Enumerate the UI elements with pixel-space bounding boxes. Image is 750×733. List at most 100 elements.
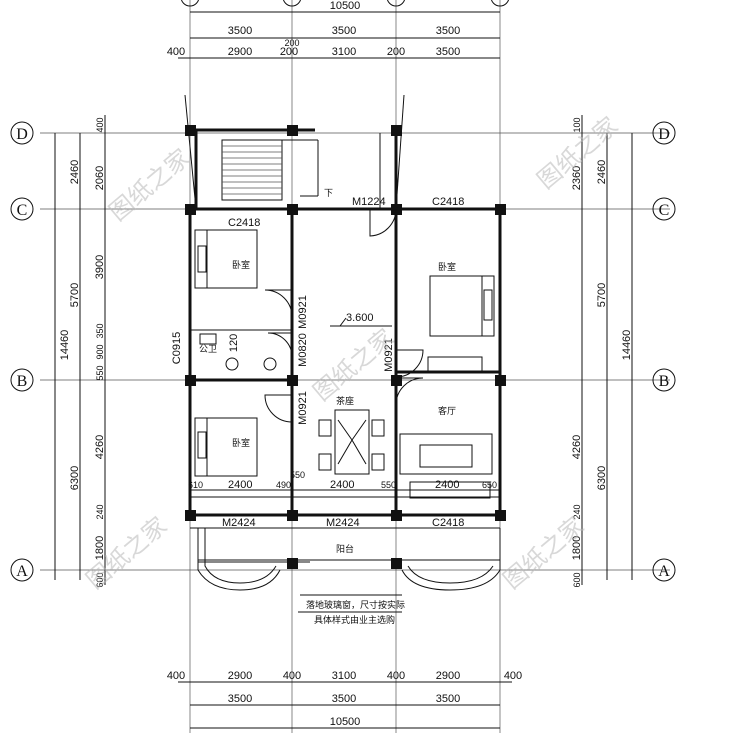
label-120: 120 bbox=[228, 334, 240, 352]
left-outer-2: 6300 bbox=[69, 466, 81, 490]
right-total: 14460 bbox=[621, 330, 633, 361]
label-m0921-c: M0921 bbox=[383, 338, 395, 372]
left-inner-9: 600 bbox=[95, 572, 105, 587]
right-inner-0: 100 bbox=[572, 117, 582, 132]
bot-r1-0: 400 bbox=[167, 670, 185, 682]
left-total: 14460 bbox=[59, 330, 71, 361]
axis-d-right: D bbox=[658, 126, 670, 143]
int-dim-6: 2400 bbox=[435, 479, 459, 491]
room-bathroom: 公卫 bbox=[199, 344, 217, 355]
top-r1-2: 3500 bbox=[436, 25, 460, 37]
axis-b-left: B bbox=[17, 373, 28, 390]
balcony bbox=[197, 528, 501, 591]
left-outer-0: 2460 bbox=[69, 160, 81, 184]
annotations: M1224 C2418 C2418 C2418 M0921 M0820 M092… bbox=[171, 196, 497, 529]
right-outer-2: 6300 bbox=[596, 466, 608, 490]
bot-r1-6: 400 bbox=[504, 670, 522, 682]
top-total: 10500 bbox=[330, 0, 361, 12]
elevation-label: 3.600 bbox=[346, 312, 374, 324]
tea-table bbox=[334, 409, 370, 475]
top-dimensions: 10500 3500 3500 3500 200 400 2900 200 31… bbox=[167, 0, 500, 59]
right-inner-3: 240 bbox=[572, 504, 582, 519]
sofa bbox=[399, 433, 493, 475]
window-note: 落地玻璃窗，尺寸按实际 具体样式由业主选购 bbox=[298, 594, 405, 626]
room-tea: 茶座 bbox=[336, 395, 354, 407]
top-r1-1: 3500 bbox=[332, 25, 356, 37]
int-dim-1: 2400 bbox=[228, 479, 252, 491]
room-bedroom-tr: 卧室 bbox=[438, 261, 456, 273]
top-r1-0: 3500 bbox=[228, 25, 252, 37]
bot-r2-0: 3500 bbox=[228, 693, 252, 705]
axis-a-left: A bbox=[16, 563, 28, 580]
room-living: 客厅 bbox=[438, 405, 456, 417]
label-c0915: C0915 bbox=[171, 332, 183, 364]
left-inner-4: 900 bbox=[95, 344, 105, 359]
right-inner-5: 600 bbox=[572, 572, 582, 587]
room-bedroom-bl: 卧室 bbox=[232, 437, 250, 449]
walls bbox=[184, 94, 502, 563]
furniture bbox=[194, 229, 495, 499]
doors bbox=[264, 208, 424, 423]
label-c2418-right: C2418 bbox=[432, 196, 464, 208]
int-dim-3: 550 bbox=[290, 470, 305, 480]
int-dim-2: 490 bbox=[276, 480, 291, 490]
axis-c-right: C bbox=[659, 202, 670, 219]
left-inner-1: 2060 bbox=[94, 166, 106, 190]
axis-c-left: C bbox=[17, 202, 28, 219]
staircase: 下 bbox=[221, 139, 333, 201]
left-inner-3: 350 bbox=[95, 323, 105, 338]
room-balcony: 阳台 bbox=[336, 543, 354, 555]
room-bedroom-tl: 卧室 bbox=[232, 259, 250, 271]
top-small-0: 200 bbox=[284, 38, 299, 48]
right-inner-2: 4260 bbox=[571, 435, 583, 459]
axis-bubbles: D C B A D C B A bbox=[10, 0, 676, 582]
left-inner-6: 4260 bbox=[94, 435, 106, 459]
label-c2418-bottom: C2418 bbox=[432, 517, 464, 529]
bed-tl bbox=[194, 229, 258, 289]
bot-r1-5: 2900 bbox=[436, 670, 460, 682]
note-line-2: 具体样式由业主选购 bbox=[314, 614, 395, 626]
left-inner-8: 1800 bbox=[94, 536, 106, 560]
note-line-1: 落地玻璃窗，尺寸按实际 bbox=[306, 599, 405, 611]
bot-r2-1: 3500 bbox=[332, 693, 356, 705]
left-inner-5: 550 bbox=[95, 365, 105, 380]
label-c2418-left: C2418 bbox=[228, 217, 260, 229]
bot-r1-4: 400 bbox=[387, 670, 405, 682]
bot-total: 10500 bbox=[330, 716, 361, 728]
top-r2-4: 200 bbox=[387, 46, 405, 58]
left-inner-2: 3900 bbox=[94, 255, 106, 279]
left-inner-0: 400 bbox=[95, 117, 105, 132]
left-dimensions: 14460 2460 5700 6300 400 2060 3900 350 9… bbox=[54, 115, 106, 588]
right-outer-0: 2460 bbox=[596, 160, 608, 184]
int-dim-7: 650 bbox=[482, 480, 497, 490]
bot-r1-2: 400 bbox=[283, 670, 301, 682]
bottom-dimensions: 400 2900 400 3100 400 2900 400 3500 3500… bbox=[167, 670, 522, 729]
bot-r1-3: 3100 bbox=[332, 670, 356, 682]
label-m0921-a: M0921 bbox=[297, 295, 309, 329]
right-dimensions: 100 2360 4260 240 1800 600 2460 5700 630… bbox=[571, 115, 633, 588]
left-inner-7: 240 bbox=[95, 504, 105, 519]
stair-down-label: 下 bbox=[324, 189, 333, 199]
watermark-1: 图纸之家 bbox=[104, 143, 196, 226]
bot-r2-2: 3500 bbox=[436, 693, 460, 705]
right-inner-1: 2360 bbox=[571, 166, 583, 190]
right-inner-4: 1800 bbox=[571, 536, 583, 560]
label-m0921-b: M0921 bbox=[297, 391, 309, 425]
top-r2-0: 400 bbox=[167, 46, 185, 58]
label-m1224: M1224 bbox=[352, 196, 386, 208]
int-dim-0: 610 bbox=[188, 480, 203, 490]
bot-r1-1: 2900 bbox=[228, 670, 252, 682]
axis-b-right: B bbox=[659, 373, 670, 390]
int-dim-4: 2400 bbox=[330, 479, 354, 491]
axis-d-left: D bbox=[16, 126, 28, 143]
top-r2-2: 200 bbox=[280, 46, 298, 58]
right-outer-1: 5700 bbox=[596, 283, 608, 307]
int-dim-5: 550 bbox=[381, 480, 396, 490]
axis-a-right: A bbox=[658, 563, 670, 580]
top-r2-3: 3100 bbox=[332, 46, 356, 58]
columns bbox=[185, 125, 506, 569]
left-outer-1: 5700 bbox=[69, 283, 81, 307]
label-m2424-a: M2424 bbox=[222, 517, 256, 529]
room-names: 卧室 卧室 卧室 公卫 茶座 客厅 阳台 bbox=[199, 259, 456, 555]
